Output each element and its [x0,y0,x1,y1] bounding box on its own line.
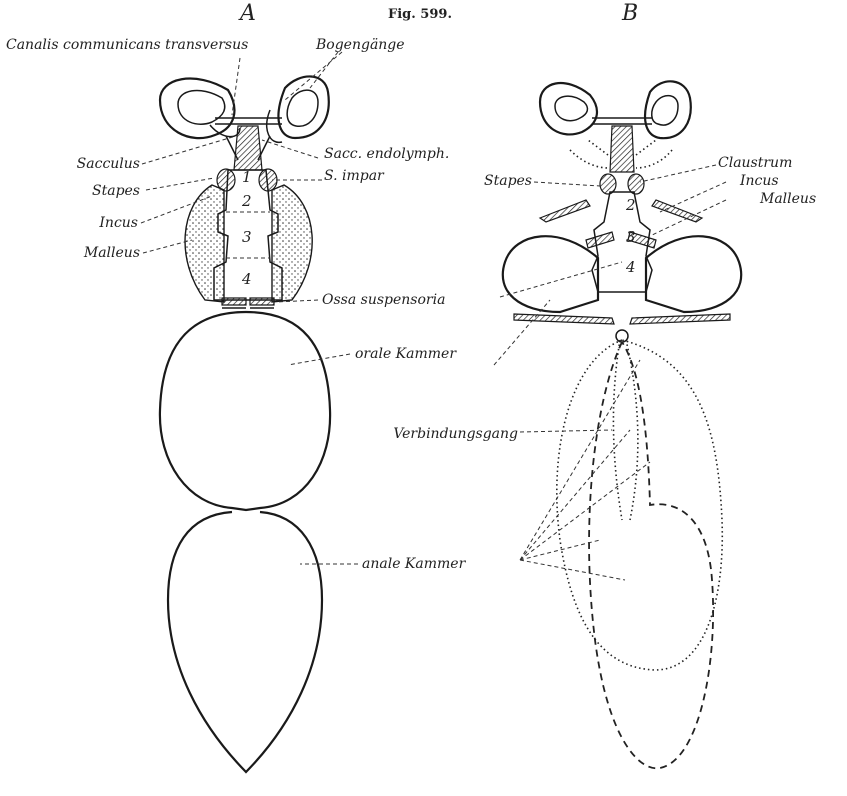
label-stapes-a: Stapes [92,183,140,199]
bogengaenge-right-a [267,76,329,142]
incus-wing-left [540,200,590,222]
label-malleus-b: Malleus [759,191,816,207]
figure-number: Fig. 599. [388,7,452,22]
malleus-b-left [586,232,614,248]
label-sacculus: Sacculus [77,156,140,172]
vertebra-4-a: 4 [241,270,252,288]
label-orale-kammer: orale Kammer [355,346,457,362]
panel-a: 1 2 3 4 Canalis communicans transversus … [6,37,467,772]
label-incus-b: Incus [739,173,779,189]
label-ossa-suspensoria: Ossa suspensoria [322,292,445,308]
orale-kammer-a [160,312,330,510]
label-anale-kammer: anale Kammer [362,556,467,572]
ossa-suspensoria-a [222,298,274,305]
label-bogengaenge: Bogengänge [315,37,405,53]
stapes-b-right [628,174,644,194]
ossa-suspensoria-b [514,314,730,324]
panel-b-heading: B [621,1,638,26]
anale-kammer-b [589,342,713,768]
label-malleus-a: Malleus [83,245,140,261]
label-verbindungsgang: Verbindungsgang [393,426,518,442]
vertebra-4-b: 4 [625,258,636,276]
label-stapes-b: Stapes [484,173,532,189]
panel-b: 2 3 4 Claustrum Incus Malleus Stapes Ver… [393,81,816,768]
vertebra-2-a: 2 [241,192,252,210]
vertebra-1-a: 1 [242,168,252,186]
bogengaenge-left-b [540,83,597,134]
label-incus-a: Incus [98,215,138,231]
vertebra-2-b: 2 [625,196,636,214]
stapes-b-left [600,174,616,194]
bogengaenge-right-b [645,81,691,138]
bladder-left-b [503,236,598,312]
label-s-impar: S. impar [324,168,385,184]
panel-a-heading: A [238,1,256,26]
vertebra-3-a: 3 [242,228,252,246]
bogengaenge-left-a [160,79,240,139]
sacculus-a [234,126,262,170]
incus-wing-right [652,200,702,222]
bladder-right-b [646,236,741,312]
sacculus-b [610,126,634,172]
anale-kammer-a [168,512,322,772]
label-sacc-endolymph: Sacc. endolymph. [324,146,449,162]
canalis-a [215,118,282,124]
label-claustrum: Claustrum [718,155,792,171]
label-canalis: Canalis communicans transversus [6,37,248,53]
